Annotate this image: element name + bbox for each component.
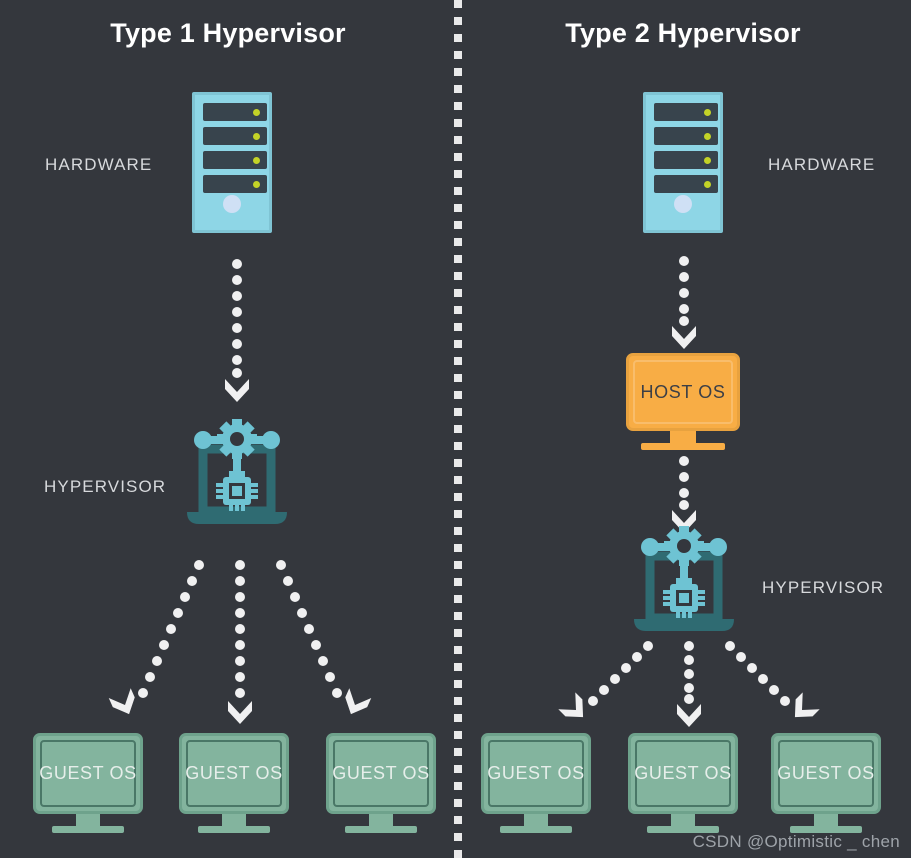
screen-inner-border	[488, 740, 584, 807]
server-bay	[203, 175, 267, 193]
guest-os-monitor: GUEST OS	[771, 733, 881, 835]
guest-os-screen: GUEST OS	[628, 733, 738, 814]
screen-inner-border	[186, 740, 282, 807]
server-tower-left	[192, 92, 272, 233]
monitor-neck	[671, 814, 695, 826]
host-os-label: HOST OS	[640, 381, 726, 402]
host-os-monitor: HOST OS	[626, 353, 740, 451]
monitor-neck	[369, 814, 393, 826]
server-led-icon	[704, 133, 711, 140]
guest-os-screen: GUEST OS	[179, 733, 289, 814]
server-tower-right	[643, 92, 723, 233]
screen-inner-border	[778, 740, 874, 807]
hypervisor-label-right: HYPERVISOR	[762, 578, 885, 597]
server-led-icon	[704, 181, 711, 188]
hypervisor-label-left: HYPERVISOR	[44, 477, 167, 496]
guest-os-monitor: GUEST OS	[628, 733, 738, 835]
screen-inner-border	[635, 740, 731, 807]
guest-os-label: GUEST OS	[487, 763, 585, 783]
server-bay	[654, 127, 718, 145]
server-led-icon	[253, 157, 260, 164]
guest-os-monitor: GUEST OS	[481, 733, 591, 835]
server-bay	[203, 151, 267, 169]
arrow-hypervisor-to-guests-right	[544, 640, 834, 730]
server-led-icon	[253, 181, 260, 188]
monitor-neck	[524, 814, 548, 826]
guest-os-monitor: GUEST OS	[33, 733, 143, 835]
server-bay	[654, 103, 718, 121]
center-divider	[454, 0, 462, 858]
panel-title-type2: Type 2 Hypervisor	[565, 18, 801, 48]
guest-os-screen: GUEST OS	[33, 733, 143, 814]
server-led-icon	[253, 133, 260, 140]
arrow-hardware-to-hypervisor-left	[222, 258, 252, 403]
power-button-icon	[674, 195, 692, 213]
guest-os-screen: GUEST OS	[326, 733, 436, 814]
hypervisor-icon-right	[630, 522, 738, 632]
screen-inner-border	[40, 740, 136, 807]
guest-os-screen: GUEST OS	[481, 733, 591, 814]
guest-os-screen: GUEST OS	[771, 733, 881, 814]
monitor-base	[198, 826, 270, 833]
hardware-label-left: HARDWARE	[45, 155, 153, 174]
watermark-text: CSDN @Optimistic _ chen	[692, 832, 900, 851]
monitor-base	[345, 826, 417, 833]
server-bay	[203, 103, 267, 121]
hypervisor-icon-left	[183, 415, 291, 525]
guest-os-monitor: GUEST OS	[179, 733, 289, 835]
panel-title-type1: Type 1 Hypervisor	[110, 18, 346, 48]
monitor-base	[52, 826, 124, 833]
guest-os-label: GUEST OS	[332, 763, 430, 783]
power-button-icon	[223, 195, 241, 213]
monitor-neck	[670, 431, 696, 443]
guest-os-label: GUEST OS	[39, 763, 137, 783]
server-bay	[654, 151, 718, 169]
guest-os-label: GUEST OS	[777, 763, 875, 783]
monitor-neck	[222, 814, 246, 826]
host-os-screen: HOST OS	[626, 353, 740, 431]
server-bay	[203, 127, 267, 145]
monitor-neck	[76, 814, 100, 826]
server-led-icon	[253, 109, 260, 116]
server-bay	[654, 175, 718, 193]
guest-os-label: GUEST OS	[185, 763, 283, 783]
arrow-hardware-to-hostos	[669, 255, 699, 350]
monitor-base	[500, 826, 572, 833]
screen-inner-border	[633, 360, 733, 424]
server-led-icon	[704, 109, 711, 116]
hardware-label-right: HARDWARE	[768, 155, 876, 174]
monitor-base	[647, 826, 719, 833]
guest-os-monitor: GUEST OS	[326, 733, 436, 835]
monitor-base	[641, 443, 725, 450]
monitor-neck	[814, 814, 838, 826]
arrow-hypervisor-to-guests-left	[95, 555, 385, 730]
guest-os-label: GUEST OS	[634, 763, 732, 783]
server-led-icon	[704, 157, 711, 164]
screen-inner-border	[333, 740, 429, 807]
monitor-base	[790, 826, 862, 833]
